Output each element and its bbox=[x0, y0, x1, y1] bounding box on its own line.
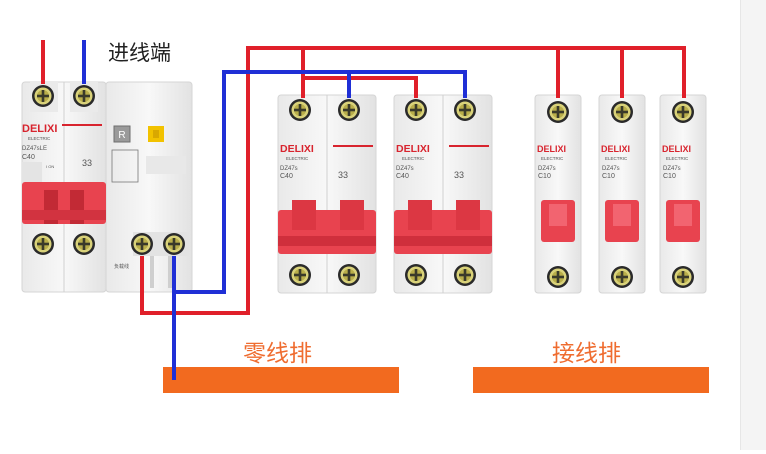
screw-icon bbox=[32, 85, 54, 107]
breaker-brand: DELIXI bbox=[601, 144, 630, 154]
breaker-rating: C10 bbox=[538, 173, 551, 180]
wiring-diagram: DELIXI ELECTRIC DZ47sLE C40 I ON 33 R bbox=[21, 40, 709, 393]
breaker-sub: ELECTRIC bbox=[541, 156, 564, 161]
live-feed-wire bbox=[140, 46, 686, 315]
main-symbol: 33 bbox=[82, 158, 92, 168]
breaker-model: DZ47s bbox=[602, 166, 620, 172]
screw-icon bbox=[611, 266, 633, 288]
two-pole-breaker-2: DELIXI ELECTRIC DZ47s C40 33 bbox=[393, 94, 493, 294]
screw-icon bbox=[73, 85, 95, 107]
single-pole-breaker-3: DELIXI ELECTRIC DZ47s C10 bbox=[659, 94, 707, 294]
neutral-feed-wire bbox=[172, 70, 467, 294]
ground-bar bbox=[473, 367, 709, 393]
main-model: DZ47sLE bbox=[22, 146, 47, 152]
breaker-symbol: 33 bbox=[338, 170, 348, 180]
incoming-terminal-label: 进线端 bbox=[108, 41, 171, 65]
breaker-rating: C10 bbox=[663, 173, 676, 180]
breaker-sub: ELECTRIC bbox=[402, 156, 425, 161]
screw-icon bbox=[611, 101, 633, 123]
breaker-rating: C40 bbox=[396, 173, 409, 180]
main-sub: ELECTRIC bbox=[28, 136, 51, 141]
breaker-rating: C10 bbox=[602, 173, 615, 180]
screw-icon bbox=[454, 99, 476, 121]
breaker-symbol: 33 bbox=[454, 170, 464, 180]
diagram-svg: DELIXI ELECTRIC DZ47sLE C40 I ON 33 R bbox=[21, 40, 707, 380]
single-pole-breaker-2: DELIXI ELECTRIC DZ47s C10 bbox=[598, 94, 646, 294]
main-brand: DELIXI bbox=[22, 123, 57, 135]
screw-icon bbox=[547, 101, 569, 123]
screw-icon bbox=[672, 266, 694, 288]
breaker-model: DZ47s bbox=[663, 166, 681, 172]
neutral-bar-label: 零线排 bbox=[243, 341, 312, 367]
breaker-rating: C40 bbox=[280, 173, 293, 180]
live-drop-wire bbox=[303, 76, 418, 98]
screw-icon bbox=[405, 99, 427, 121]
breaker-brand: DELIXI bbox=[662, 144, 691, 154]
breaker-model: DZ47s bbox=[280, 166, 298, 172]
screw-icon bbox=[131, 233, 153, 255]
scrollbar[interactable] bbox=[740, 0, 766, 450]
breaker-sub: ELECTRIC bbox=[605, 156, 628, 161]
breaker-model: DZ47s bbox=[538, 166, 556, 172]
breaker-brand: DELIXI bbox=[280, 143, 314, 155]
breaker-brand: DELIXI bbox=[537, 144, 566, 154]
screw-icon bbox=[338, 264, 360, 286]
load-side-label: 负载线 bbox=[114, 263, 129, 270]
screw-icon bbox=[32, 233, 54, 255]
screw-icon bbox=[405, 264, 427, 286]
screw-icon bbox=[454, 264, 476, 286]
breaker-brand: DELIXI bbox=[396, 143, 430, 155]
screw-icon bbox=[672, 101, 694, 123]
main-rating: C40 bbox=[22, 154, 35, 161]
screw-icon bbox=[163, 233, 185, 255]
main-breaker: DELIXI ELECTRIC DZ47sLE C40 I ON 33 R bbox=[21, 81, 193, 293]
main-spec: I ON bbox=[46, 164, 54, 169]
screw-icon bbox=[289, 264, 311, 286]
screw-icon bbox=[289, 99, 311, 121]
test-button-label: R bbox=[118, 130, 125, 141]
two-pole-breaker-1: DELIXI ELECTRIC DZ47s C40 33 bbox=[277, 94, 377, 294]
breaker-sub: ELECTRIC bbox=[666, 156, 689, 161]
neutral-bar bbox=[163, 367, 399, 393]
single-pole-breaker-1: DELIXI ELECTRIC DZ47s C10 bbox=[534, 94, 582, 294]
screw-icon bbox=[73, 233, 95, 255]
breaker-model: DZ47s bbox=[396, 166, 414, 172]
neutral-to-bar-wire bbox=[172, 292, 176, 380]
breaker-sub: ELECTRIC bbox=[286, 156, 309, 161]
ground-bar-label: 接线排 bbox=[552, 341, 621, 367]
screw-icon bbox=[338, 99, 360, 121]
screw-icon bbox=[547, 266, 569, 288]
